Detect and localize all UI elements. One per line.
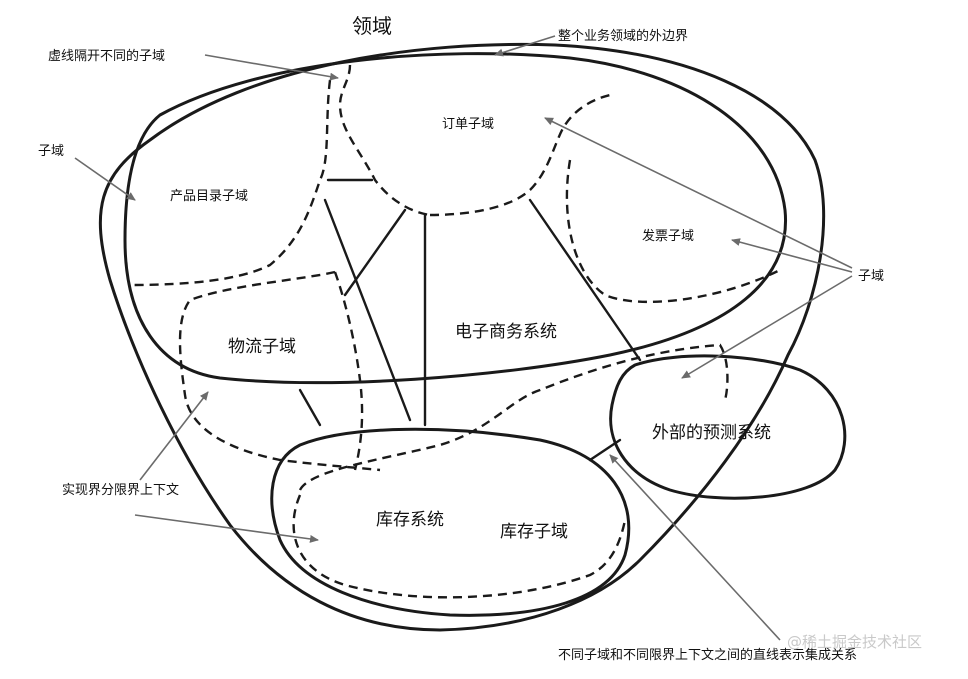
arrow-subdomain-left — [74, 157, 136, 201]
dashed-logistics-vertical — [333, 271, 364, 471]
dashed-divider-order-bottom — [429, 93, 611, 217]
inventory-system-boundary — [270, 427, 631, 617]
integration-line-7 — [588, 438, 622, 462]
label-bounded-context-note: 实现界分限界上下文 — [62, 483, 179, 498]
arrow-integration-note — [609, 454, 781, 641]
label-order: 订单子域 — [442, 117, 494, 132]
dashed-divider-order-left — [338, 64, 431, 217]
arrow-outer-boundary — [494, 35, 556, 57]
label-inventory-system: 库存系统 — [376, 510, 444, 530]
label-outer-boundary: 整个业务领域的外边界 — [558, 28, 688, 44]
label-subdomain-right: 子域 — [858, 269, 884, 284]
label-external-forecast: 外部的预测系统 — [652, 423, 771, 443]
integration-line-5 — [528, 198, 642, 362]
label-product-catalog: 产品目录子域 — [170, 189, 248, 204]
label-dashed-note: 虚线隔开不同的子域 — [48, 48, 165, 64]
external-forecast-system-boundary — [609, 354, 847, 500]
label-integration-note: 不同子域和不同限界上下文之间的直线表示集成关系 — [558, 647, 857, 663]
dashed-logistics-subdomain — [178, 270, 381, 472]
label-inventory-subdomain: 库存子域 — [500, 522, 568, 542]
arrow-subdomain-invoice — [731, 238, 853, 273]
integration-line-1 — [323, 198, 412, 422]
watermark: @稀土掘金技术社区 — [787, 633, 922, 651]
label-logistics: 物流子域 — [228, 337, 296, 357]
diagram-title: 领域 — [352, 14, 392, 38]
arrow-dashed-note — [204, 54, 339, 81]
label-subdomain-left: 子域 — [38, 144, 64, 159]
dashed-inventory-subdomain — [298, 343, 729, 491]
integration-line-6 — [298, 388, 322, 427]
dashed-divider-product — [129, 79, 332, 287]
label-invoice: 发票子域 — [642, 228, 694, 244]
arrow-bounded-context-2 — [134, 514, 319, 543]
ecommerce-system-boundary — [123, 52, 788, 385]
arrow-bounded-context — [139, 391, 209, 481]
integration-line-2 — [343, 208, 407, 297]
arrow-subdomain-order — [544, 117, 853, 269]
dashed-inventory-inner — [292, 494, 627, 599]
arrow-subdomain-inventory — [681, 275, 853, 379]
label-ecommerce-system: 电子商务系统 — [455, 322, 557, 342]
